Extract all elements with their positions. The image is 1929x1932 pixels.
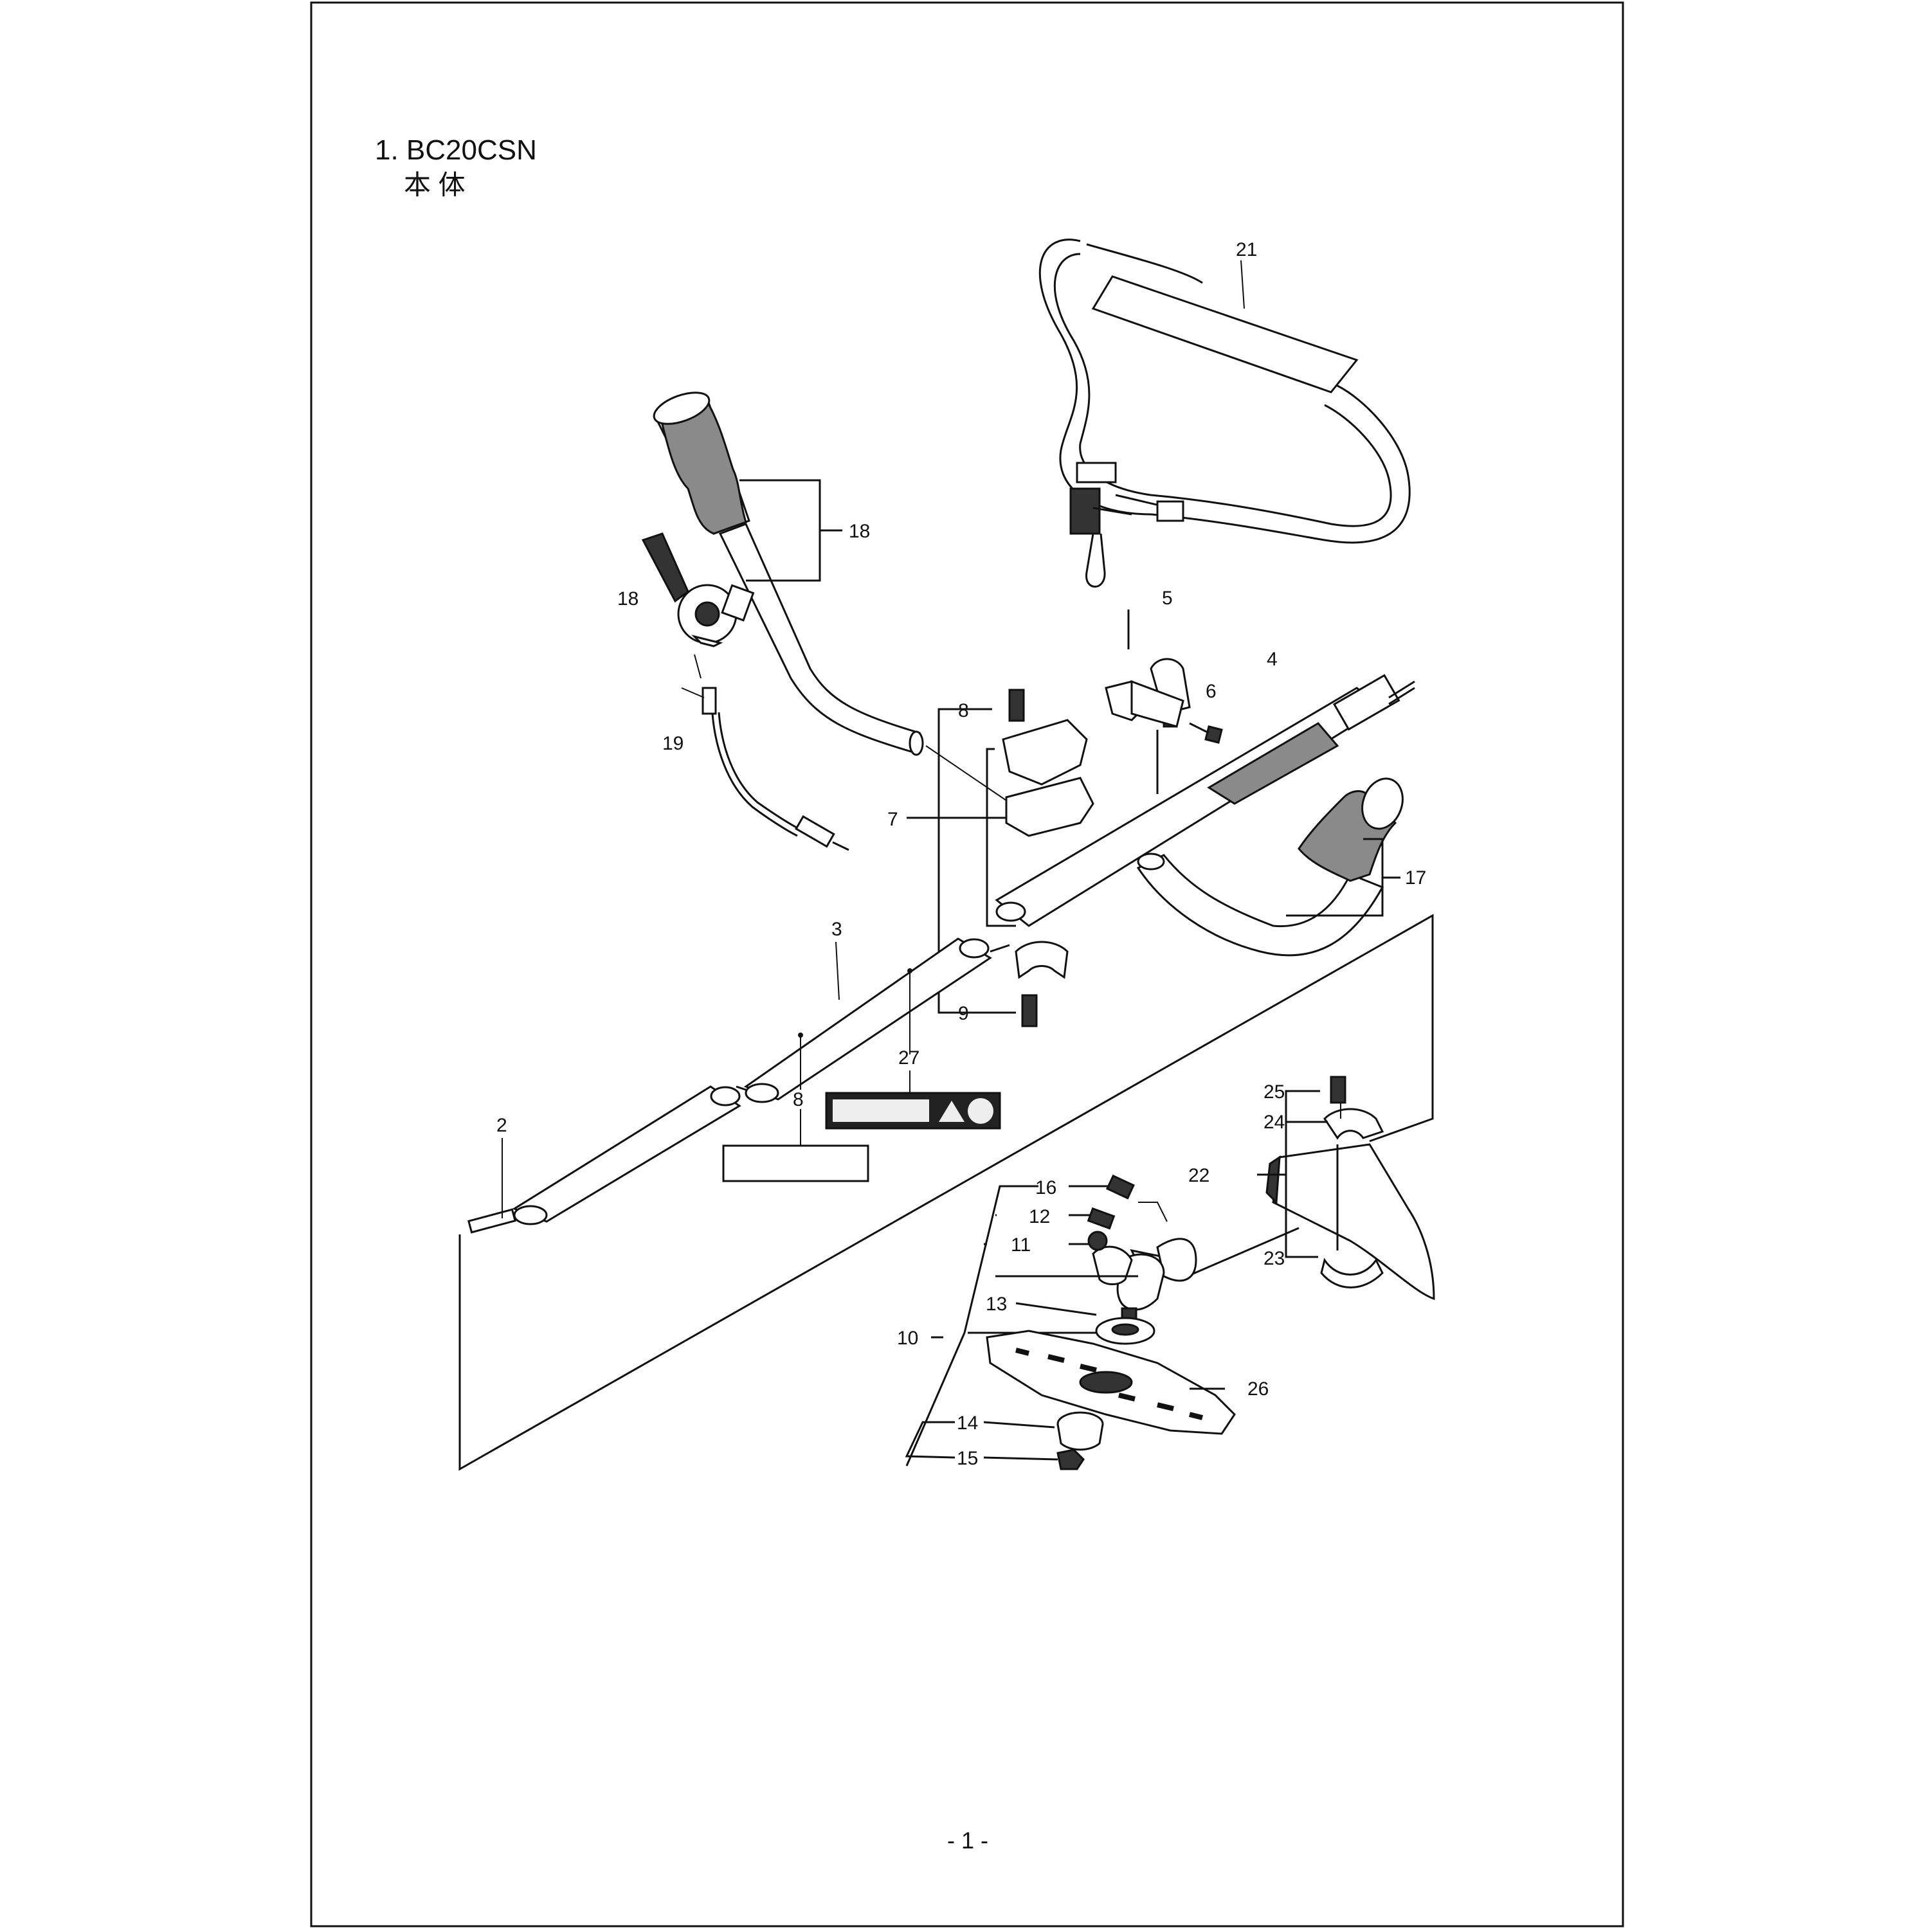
part-23-guard-clamp-bottom [1320, 1258, 1384, 1288]
part-24-guard-clamp-top [1323, 1108, 1384, 1140]
part-22-blade-guard [1265, 1143, 1435, 1301]
page-subtitle: 本 体 [404, 170, 466, 200]
callout-7: 7 [887, 809, 898, 830]
part-4-main-shaft [995, 674, 1415, 927]
page-title: 1. BC20CSN [375, 134, 537, 166]
part-15-nut [1056, 1449, 1085, 1470]
callout-22: 22 [1188, 1165, 1209, 1186]
callout-16: 16 [1035, 1177, 1056, 1198]
part-7-handle-clamp [1002, 719, 1094, 979]
callout-19: 18 [617, 588, 638, 609]
part-19-throttle-lever [641, 532, 755, 647]
part-16-screw [1105, 1174, 1135, 1200]
callout-3: 3 [831, 919, 842, 940]
part-26-saw-blade [986, 1330, 1236, 1435]
part-9-label [722, 1144, 869, 1182]
callout-15: 15 [957, 1448, 978, 1469]
part-18-handle [653, 392, 924, 756]
callout-8-bottom: 9 [958, 1003, 969, 1024]
callout-2: 2 [496, 1115, 507, 1136]
callout-25: 25 [1263, 1081, 1285, 1103]
part-11-screw [1087, 1231, 1108, 1251]
part-8-bolt-top [1008, 689, 1025, 722]
part-14-lower-washer [1056, 1411, 1104, 1451]
part-27-warning-label [825, 1092, 1001, 1130]
part-21-shoulder-harness [1038, 239, 1411, 588]
page-number: - 1 - [947, 1827, 988, 1854]
part-8-bolt-bottom [1021, 994, 1038, 1027]
part-5-hanger [1105, 658, 1191, 728]
part-20-throttle-cable [702, 687, 849, 851]
callout-18: 18 [849, 521, 870, 542]
callout-26: 26 [1247, 1378, 1269, 1400]
callout-24: 24 [1263, 1112, 1285, 1133]
part-25-guard-bolt [1330, 1076, 1346, 1104]
part-17-front-handle [1136, 777, 1404, 957]
part-3-drive-shaft [736, 937, 1010, 1103]
callout-17: 17 [1405, 867, 1426, 889]
callout-9: 8 [793, 1089, 804, 1110]
part-2-outer-pipe [467, 1085, 741, 1234]
callout-14: 14 [957, 1413, 978, 1434]
callout-13: 13 [986, 1294, 1007, 1315]
callout-10: 10 [897, 1328, 918, 1349]
page-border [310, 1, 1624, 1927]
part-10-gear-case [1092, 1238, 1197, 1332]
part-13-washer [1095, 1317, 1155, 1345]
callout-12: 12 [1029, 1206, 1050, 1227]
callout-8-top: 8 [958, 700, 969, 721]
callout-11: 11 [1011, 1234, 1031, 1256]
callout-20: 19 [662, 733, 684, 754]
callout-6: 6 [1206, 681, 1217, 702]
callout-4: 4 [1267, 649, 1278, 670]
part-12-screw [1087, 1207, 1116, 1230]
part-6-screw [1189, 722, 1223, 744]
callout-23: 23 [1263, 1248, 1285, 1269]
callout-5: 5 [1162, 588, 1173, 609]
callout-27: 27 [898, 1047, 919, 1069]
callout-21: 21 [1236, 239, 1257, 260]
